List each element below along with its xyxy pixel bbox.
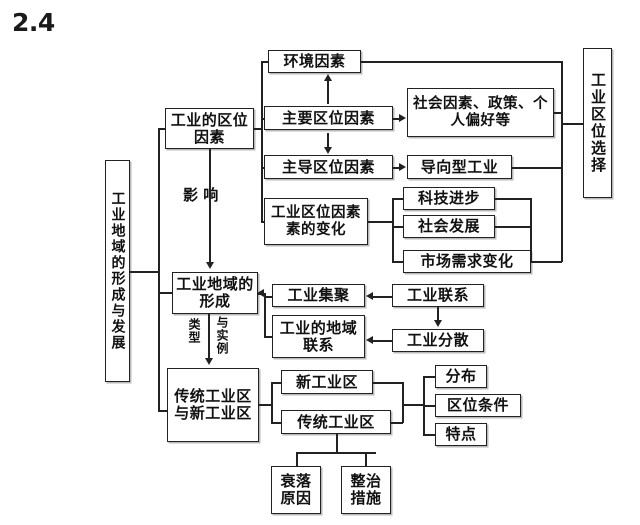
connector-collect-to-detail-spine [402, 404, 424, 406]
env-arrowhead-up [324, 74, 332, 81]
connector-main-to-social [393, 118, 401, 120]
connector-to-formation-line [264, 296, 270, 298]
agglo-arrowhead [366, 292, 373, 300]
connector-to-decline [296, 452, 298, 467]
node-new-industrial-zone[interactable]: 新工业区 [281, 370, 373, 394]
connector-zones-spine [271, 382, 273, 422]
node-tech-progress[interactable]: 科技进步 [403, 187, 495, 210]
connector-links-to-agglo [373, 296, 392, 298]
connector-main-dominant-line [327, 133, 329, 151]
edge-label-and-example: 与实例 [215, 316, 229, 355]
connector-tech-collect [495, 198, 531, 200]
connector-bottom-bar [296, 452, 376, 454]
connector-env-to-right [361, 61, 562, 63]
node-location-conditions[interactable]: 区位条件 [435, 394, 521, 417]
connector-to-formation-riser [264, 293, 266, 297]
node-formation-of-industrial-region[interactable]: 工业地域的形成 [172, 272, 258, 314]
node-industrial-location-choice[interactable]: 工业区位选择 [583, 48, 612, 198]
section-number: 2.4 [12, 8, 55, 37]
connector-links-to-dispersion [437, 307, 439, 322]
node-industrial-dispersion[interactable]: 工业分散 [392, 329, 484, 352]
connector-zones-to-new [271, 382, 282, 384]
connector-detail-to-characteristics [423, 434, 436, 436]
social-arrowhead [399, 114, 406, 122]
connector-right-spine [561, 61, 563, 262]
type-example-arrowhead [205, 358, 213, 365]
edge-label-type: 类型 [187, 318, 201, 344]
connector-oriented-to-right [512, 167, 562, 169]
connector-lf-to-main [261, 118, 265, 120]
connector-dominant-to-oriented [393, 167, 401, 169]
node-industrial-regional-links[interactable]: 工业的地域联系 [272, 315, 365, 358]
connector-right-spine-to-choice [561, 123, 584, 125]
connector-detail-to-conditions [423, 405, 436, 407]
node-industrial-links[interactable]: 工业联系 [392, 284, 484, 307]
node-decline-reasons[interactable]: 衰落原因 [271, 466, 321, 514]
connector-lf-spine [261, 61, 263, 221]
connector-influence-line [209, 149, 211, 263]
connector-lf-to-dominant [261, 167, 265, 169]
dominant-arrowhead-down [324, 147, 332, 154]
connector-trunk-to-formation [158, 292, 173, 294]
connector-zones-to-traditional [271, 422, 282, 424]
connector-market-collect [531, 261, 562, 263]
connector-detail-to-distribution [423, 376, 436, 378]
node-social-policy-preference[interactable]: 社会因素、政策、个人偏好等 [407, 88, 554, 137]
connector-social-to-right [554, 112, 562, 114]
node-location-factors[interactable]: 工业的区位因素 [165, 108, 254, 149]
connector-zones-stub [259, 404, 272, 406]
node-environmental-factors[interactable]: 环境因素 [268, 50, 361, 73]
node-traditional-and-new-zones[interactable]: 传统工业区与新工业区 [167, 368, 259, 442]
connector-spine-to-reglinks [264, 336, 272, 338]
connector-change-to-market [392, 261, 404, 263]
formation-arrowhead [257, 289, 264, 297]
connector-trunk-to-location-factors [158, 128, 166, 130]
oriented-arrowhead [399, 163, 406, 171]
connector-zones-collect-spine [402, 382, 404, 423]
node-change-of-location-factors[interactable]: 工业区位因素素的变化 [264, 198, 368, 245]
connector-env-main-line [327, 80, 329, 104]
node-distribution[interactable]: 分布 [435, 365, 487, 388]
connector-lf-to-change [261, 221, 265, 223]
connector-dispersion-to-reglinks [373, 340, 392, 342]
connector-lf-to-environmental [261, 61, 269, 63]
node-remediation-measures[interactable]: 整治措施 [341, 466, 391, 514]
influence-arrowhead [206, 262, 214, 269]
node-industrial-agglomeration[interactable]: 工业集聚 [272, 284, 365, 307]
connector-traditional-collect [391, 422, 403, 424]
connector-change-to-socialdev [392, 226, 404, 228]
connector-traditional-down [336, 434, 338, 453]
edge-label-influence: 影 响 [183, 186, 219, 204]
node-root[interactable]: 工业地域的形成与发展 [105, 160, 130, 382]
connector-trunk-to-zones [158, 410, 168, 412]
node-dominant-location-factors[interactable]: 主导区位因素 [264, 155, 393, 179]
connector-socialdev-collect [495, 226, 531, 228]
connector-to-remediation [365, 452, 367, 467]
connector-change-spine [392, 198, 394, 262]
dispersion-arrowhead [434, 320, 442, 327]
node-market-demand-change[interactable]: 市场需求变化 [403, 250, 531, 273]
connector-type-example-line [208, 314, 210, 360]
connector-root-stub [130, 271, 158, 273]
reglinks-arrowhead [366, 336, 373, 344]
node-social-development[interactable]: 社会发展 [403, 215, 495, 238]
node-characteristics[interactable]: 特点 [435, 423, 487, 446]
node-oriented-industry[interactable]: 导向型工业 [407, 155, 512, 179]
connector-changes-collect-spine [530, 198, 532, 262]
connector-agglo-links-spine [264, 296, 266, 337]
connector-new-collect [373, 382, 403, 384]
connector-change-stub [368, 221, 393, 223]
node-traditional-industrial-zone[interactable]: 传统工业区 [281, 410, 391, 434]
connector-root-trunk [158, 128, 160, 410]
connector-change-to-tech [392, 198, 404, 200]
node-main-location-factors[interactable]: 主要区位因素 [264, 106, 393, 130]
connector-lf-stub [254, 128, 262, 130]
